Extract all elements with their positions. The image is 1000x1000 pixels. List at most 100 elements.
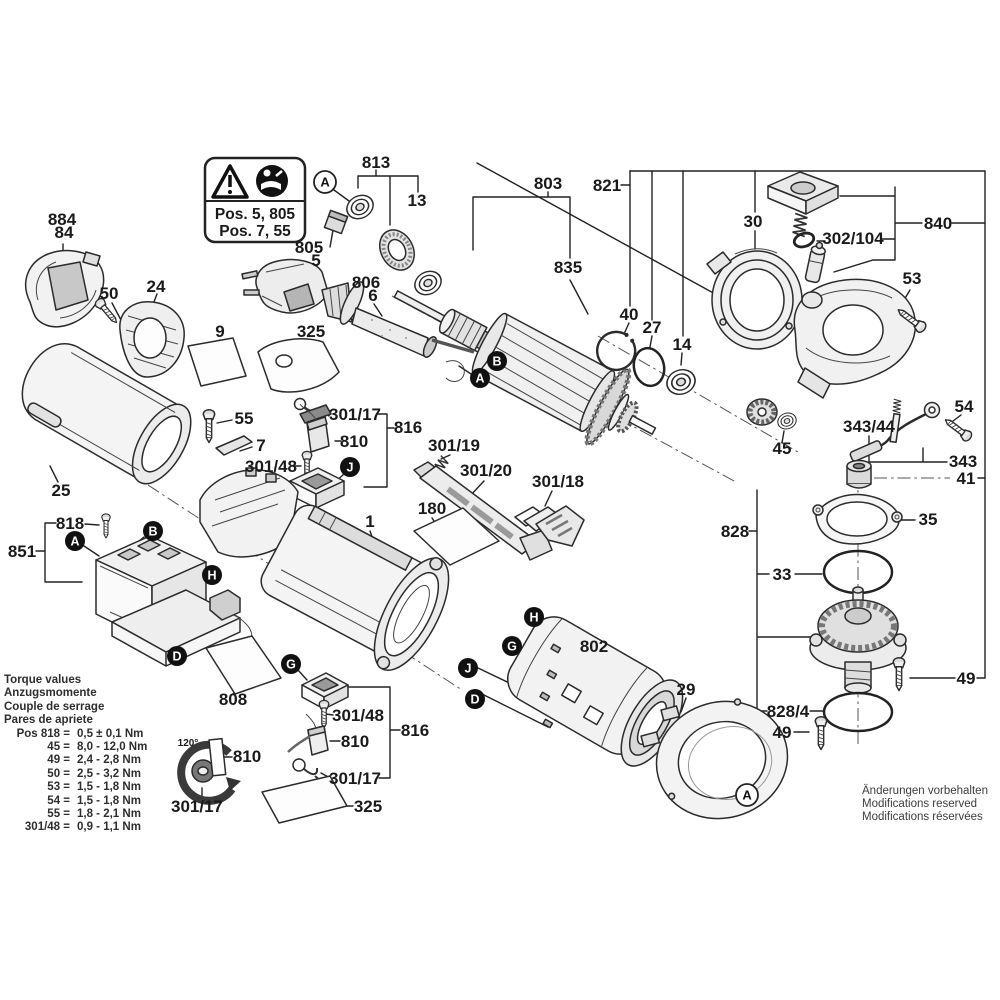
part-label-6: 6 <box>368 286 377 305</box>
end-cap-884 <box>25 249 105 328</box>
connection-markers: A A B A A B H D J G H G J D <box>65 170 759 807</box>
screw-55 <box>202 409 216 444</box>
svg-text:G: G <box>507 640 517 654</box>
part-label-5: 5 <box>311 251 320 270</box>
svg-text:J: J <box>465 662 472 676</box>
marker-b-switch: B <box>143 521 163 541</box>
part-label-301-18: 301/18 <box>532 472 584 491</box>
part-label-806: 806 <box>352 273 380 292</box>
svg-text:D: D <box>172 650 181 664</box>
svg-text:H: H <box>207 569 216 583</box>
part-label-810-top: 810 <box>340 432 368 451</box>
slider-301-20 <box>413 461 553 561</box>
part-label-810-bottom: 810 <box>341 732 369 751</box>
bearing-13 <box>410 266 446 300</box>
svg-text:B: B <box>492 355 501 369</box>
part-label-49-right: 49 <box>957 669 976 688</box>
marker-h-stator: H <box>524 607 544 627</box>
svg-text:A: A <box>475 372 484 386</box>
part-label-45: 45 <box>773 439 792 458</box>
part-label-343-44: 343/44 <box>843 417 896 436</box>
housing-cover <box>199 467 299 558</box>
bearing-45 <box>775 409 799 433</box>
svg-text:J: J <box>347 461 354 475</box>
part-label-301-17-bottom: 301/17 <box>329 769 381 788</box>
part-label-840: 840 <box>924 214 952 233</box>
marker-a-outline-top: A <box>313 170 337 194</box>
brush-group-bottom <box>287 672 349 782</box>
part-label-818: 818 <box>56 514 84 533</box>
part-label-120deg: 120° <box>178 738 199 749</box>
stator-terminals <box>539 643 562 729</box>
part-label-35: 35 <box>919 510 938 529</box>
svg-text:H: H <box>529 611 538 625</box>
screw-49-bottom <box>814 716 828 751</box>
sticker-180 <box>413 507 500 566</box>
svg-text:A: A <box>320 175 330 190</box>
bushing-41 <box>846 459 872 489</box>
gasket-35 <box>812 493 903 545</box>
part-label-301-20: 301/20 <box>460 461 512 480</box>
marker-d-switch: D <box>167 646 187 666</box>
screw-49-right <box>892 657 906 692</box>
armature-803 <box>393 290 657 447</box>
torque-row: 301/48 =0,9 - 1,1 Nm <box>24 821 141 834</box>
lock-lever-343-44 <box>849 398 941 462</box>
lock-button-840 <box>767 171 839 215</box>
part-label-805: 805 <box>295 238 323 257</box>
revision-note-fr: Modifications réservées <box>862 810 983 823</box>
torque-row: 50 =2,5 - 3,2 Nm <box>47 767 141 780</box>
air-baffle-24 <box>119 301 185 378</box>
torque-row: Pos 818 =0,5 ± 0,1 Nm <box>16 727 144 740</box>
part-label-828-4: 828/4 <box>767 702 810 721</box>
torque-row: 55 =1,8 - 2,1 Nm <box>47 808 141 821</box>
part-label-24: 24 <box>147 277 166 296</box>
leader-lines <box>35 169 986 807</box>
power-cord-805 <box>241 258 365 325</box>
part-label-808: 808 <box>219 690 247 709</box>
revision-note-en: Modifications reserved <box>862 797 978 810</box>
warning-pos-line1: Pos. 5, 805 <box>215 206 296 223</box>
part-label-27: 27 <box>643 318 662 337</box>
part-label-49-bottom: 49 <box>773 723 792 742</box>
bearing-813 <box>342 190 378 224</box>
marker-j-brush-top: J <box>340 457 360 477</box>
sticker-808 <box>205 635 282 695</box>
marker-a-outline-bottom: A <box>735 783 759 807</box>
clamp-plate-7 <box>215 435 253 456</box>
pinion-45 <box>746 398 778 426</box>
part-label-803: 803 <box>534 174 562 193</box>
part-label-13: 13 <box>408 191 427 210</box>
part-label-84: 84 <box>55 223 74 242</box>
part-label-9: 9 <box>215 322 224 341</box>
marker-a-switch: A <box>65 531 85 551</box>
read-manual-icon <box>256 165 288 197</box>
marker-g-stator: G <box>502 636 522 656</box>
sticker-9 <box>187 337 247 387</box>
marker-a-spindle: A <box>470 368 490 388</box>
torque-table: Torque values Anzugsmomente Couple de se… <box>4 674 147 835</box>
part-label-14: 14 <box>673 335 692 354</box>
part-label-810-detail: 810 <box>233 747 261 766</box>
svg-text:B: B <box>148 525 157 539</box>
cable-806 <box>351 307 438 358</box>
sticker-325-top <box>257 338 340 393</box>
ring-27 <box>632 346 666 388</box>
marker-h-switch: H <box>202 565 222 585</box>
part-label-884: 884 <box>48 210 77 229</box>
part-label-40: 40 <box>620 305 639 324</box>
spring-detail-301-17 <box>177 737 241 805</box>
torque-header-fr: Couple de serrage <box>4 700 105 713</box>
part-label-343: 343 <box>949 452 977 471</box>
part-label-325-bottom: 325 <box>354 797 382 816</box>
part-label-41: 41 <box>957 469 976 488</box>
part-label-301-19: 301/19 <box>428 436 480 455</box>
circlip-40 <box>596 330 637 372</box>
part-label-30: 30 <box>744 212 763 231</box>
lock-pin <box>804 241 826 284</box>
part-label-25: 25 <box>52 481 71 500</box>
part-label-835: 835 <box>554 258 582 277</box>
sticker-325-bottom <box>261 775 348 824</box>
o-ring-302-104 <box>792 231 816 249</box>
torque-row: 45 =8,0 - 12,0 Nm <box>47 741 148 754</box>
